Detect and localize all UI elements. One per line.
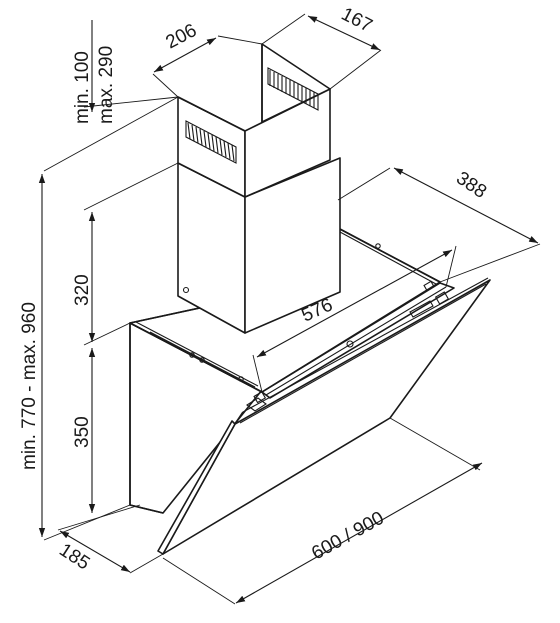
dim-body-depth-line <box>393 167 539 244</box>
label-chimney-width: 167 <box>338 4 376 37</box>
dim-chimney-depth-line <box>153 37 217 73</box>
label-chimney-height: 320 <box>72 274 93 306</box>
dimension-lines <box>38 13 541 605</box>
label-wall-depth: 185 <box>55 540 93 575</box>
dim-inner-width-line <box>256 249 453 358</box>
label-body-depth: 388 <box>452 168 490 203</box>
label-hood-width: 600 / 900 <box>308 508 387 565</box>
label-total-height: min. 770 - max. 960 <box>19 302 40 470</box>
dim-hood-width-line <box>235 462 483 604</box>
vent-slots-right <box>267 67 319 111</box>
vent-slots-left <box>185 120 237 164</box>
label-adjust-min: min. 100 <box>72 51 93 124</box>
chimney <box>177 43 341 334</box>
dim-chimney-width-line <box>307 15 381 51</box>
label-body-height: 350 <box>72 416 93 448</box>
label-adjust-max: max. 290 <box>96 46 117 124</box>
label-chimney-depth: 206 <box>162 20 200 53</box>
dim-wall-depth-line <box>59 530 131 573</box>
